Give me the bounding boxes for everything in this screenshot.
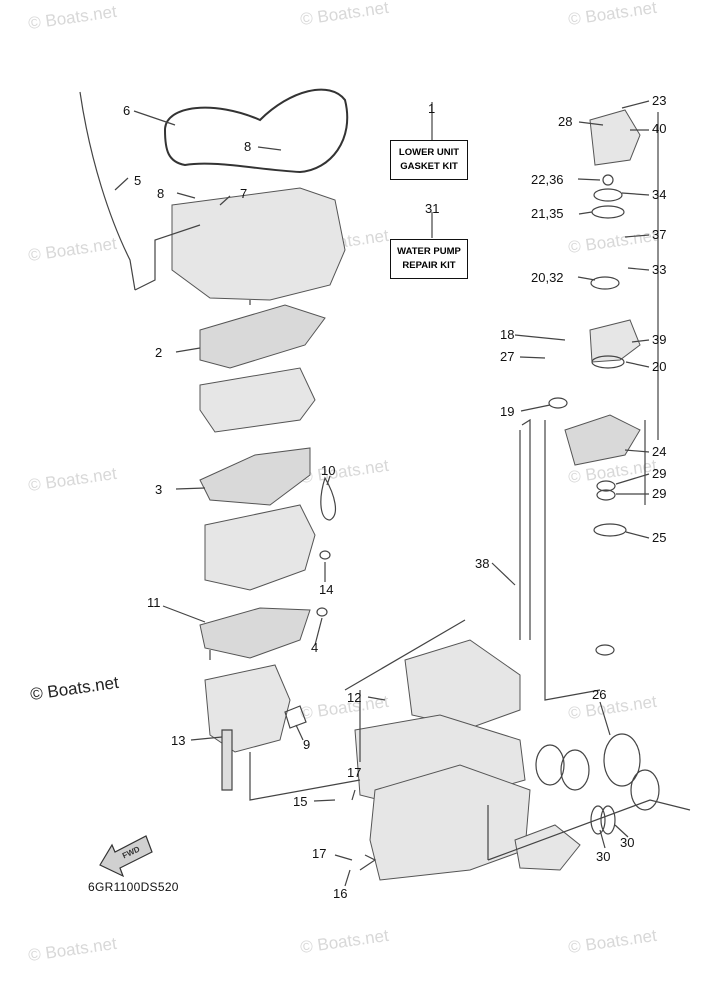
callout-8a[interactable]: 8 [244, 139, 252, 154]
callout-5[interactable]: 5 [134, 173, 142, 188]
lower-unit-gasket-kit-box: LOWER UNIT GASKET KIT [390, 140, 468, 180]
callout-16[interactable]: 16 [333, 886, 348, 901]
callout-11[interactable]: 11 [147, 595, 161, 610]
callout-33[interactable]: 33 [652, 262, 667, 277]
callout-26[interactable]: 26 [592, 687, 607, 702]
callout-23[interactable]: 23 [652, 93, 667, 108]
kit-line: LOWER UNIT [398, 147, 460, 158]
callout-30b[interactable]: 30 [620, 835, 635, 850]
callout-14[interactable]: 14 [319, 582, 334, 597]
callout-13[interactable]: 13 [171, 733, 186, 748]
kit-line: REPAIR KIT [402, 260, 456, 271]
kit-line: WATER PUMP [397, 246, 461, 257]
callout-37[interactable]: 37 [652, 227, 667, 242]
callout-2[interactable]: 2 [155, 345, 163, 360]
callout-25[interactable]: 25 [652, 530, 667, 545]
callout-12[interactable]: 12 [347, 690, 362, 705]
callout-4[interactable]: 4 [311, 640, 319, 655]
callout-8b[interactable]: 8 [157, 186, 165, 201]
callout-1[interactable]: 1 [428, 101, 436, 116]
callout-40[interactable]: 40 [652, 121, 667, 136]
callout-20[interactable]: 20 [652, 359, 667, 374]
callout-24[interactable]: 24 [652, 444, 667, 459]
callout-20-32[interactable]: 20,32 [531, 270, 564, 285]
callout-21-35[interactable]: 21,35 [531, 206, 564, 221]
callout-17b[interactable]: 17 [312, 846, 327, 861]
kit-line: GASKET KIT [400, 161, 458, 172]
callout-28[interactable]: 28 [558, 114, 573, 129]
callout-30a[interactable]: 30 [596, 849, 611, 864]
callout-19[interactable]: 19 [500, 404, 515, 419]
callout-38[interactable]: 38 [475, 556, 490, 571]
callout-34[interactable]: 34 [652, 187, 667, 202]
diagram-code: 6GR1100DS520 [88, 880, 179, 894]
callout-29b[interactable]: 29 [652, 486, 667, 501]
callout-17a[interactable]: 17 [347, 765, 362, 780]
callout-22-36[interactable]: 22,36 [531, 172, 564, 187]
callout-27[interactable]: 27 [500, 349, 515, 364]
callout-6[interactable]: 6 [123, 103, 131, 118]
callout-31[interactable]: 31 [425, 201, 440, 216]
callout-29a[interactable]: 29 [652, 466, 667, 481]
callout-3[interactable]: 3 [155, 482, 163, 497]
callout-39[interactable]: 39 [652, 332, 667, 347]
water-pump-repair-kit-box: WATER PUMP REPAIR KIT [390, 239, 468, 279]
callout-9[interactable]: 9 [303, 737, 311, 752]
callout-15[interactable]: 15 [293, 794, 308, 809]
callout-18[interactable]: 18 [500, 327, 515, 342]
callout-7[interactable]: 7 [240, 186, 248, 201]
callout-10[interactable]: 10 [321, 463, 336, 478]
